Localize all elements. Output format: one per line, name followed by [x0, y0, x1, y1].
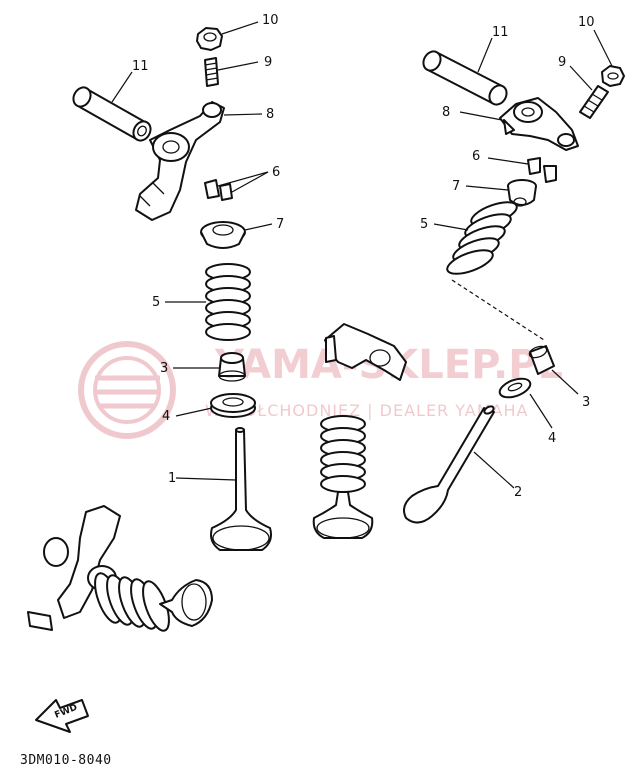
part-7-retainer-left [200, 221, 246, 249]
part-8-rocker-arm-left [135, 101, 225, 221]
callout-left-10: 10 [262, 13, 279, 28]
part-5-valve-spring-left [205, 263, 251, 341]
callout-right-9: 9 [558, 55, 566, 70]
callout-right-8: 8 [442, 105, 450, 120]
reference-code: 3DM010-8040 [20, 753, 112, 768]
callout-right-3: 3 [582, 395, 590, 410]
callout-right-2: 2 [514, 485, 522, 500]
part-3-oil-seal-right [528, 345, 555, 375]
callout-left-8: 8 [266, 107, 274, 122]
callout-left-1: 1 [168, 471, 176, 486]
fwd-arrow-icon: FWD [35, 699, 89, 733]
callout-left-6: 6 [272, 165, 280, 180]
part-4-spring-seat-right [498, 377, 532, 399]
part-6-cotters-left [204, 179, 233, 201]
assembled-rocker-bottom-left [27, 505, 213, 632]
callout-right-11: 11 [492, 25, 509, 40]
callout-left-9: 9 [264, 55, 272, 70]
part-10-nut-right [601, 65, 625, 87]
part-7-retainer-right [507, 179, 537, 207]
watermark-logo-icon [78, 341, 176, 439]
callout-left-4: 4 [162, 409, 170, 424]
callout-right-5: 5 [420, 217, 428, 232]
part-9-adjuster-right [579, 85, 609, 119]
callout-left-11: 11 [132, 59, 149, 74]
part-11-rocker-shaft-right [422, 50, 508, 106]
part-11-rocker-shaft-left [72, 86, 152, 142]
part-8-rocker-arm-right [499, 97, 579, 151]
watermark: YAMA-SKLEP.PL WSPÓŁCHODNIEZ | DEALER YAM… [78, 341, 563, 439]
assembled-valve-center [312, 323, 407, 539]
callout-right-4: 4 [548, 431, 556, 446]
part-4-spring-seat-left [210, 393, 256, 418]
watermark-subtext: WSPÓŁCHODNIEZ | DEALER YAMAHA [205, 401, 528, 420]
callout-right-6: 6 [472, 149, 480, 164]
part-3-oil-seal-left [218, 352, 246, 382]
callout-right-10: 10 [578, 15, 595, 30]
part-5-valve-spring-right [446, 201, 518, 275]
callout-right-7: 7 [452, 179, 460, 194]
callout-left-7: 7 [276, 217, 284, 232]
part-2-exhaust-valve [403, 405, 495, 524]
part-9-adjuster-left [204, 57, 219, 87]
part-6-cotters-right [527, 157, 557, 183]
callout-left-5: 5 [152, 295, 160, 310]
callout-left-3: 3 [160, 361, 168, 376]
part-10-nut-left [196, 27, 223, 51]
part-1-intake-valve [210, 427, 272, 551]
